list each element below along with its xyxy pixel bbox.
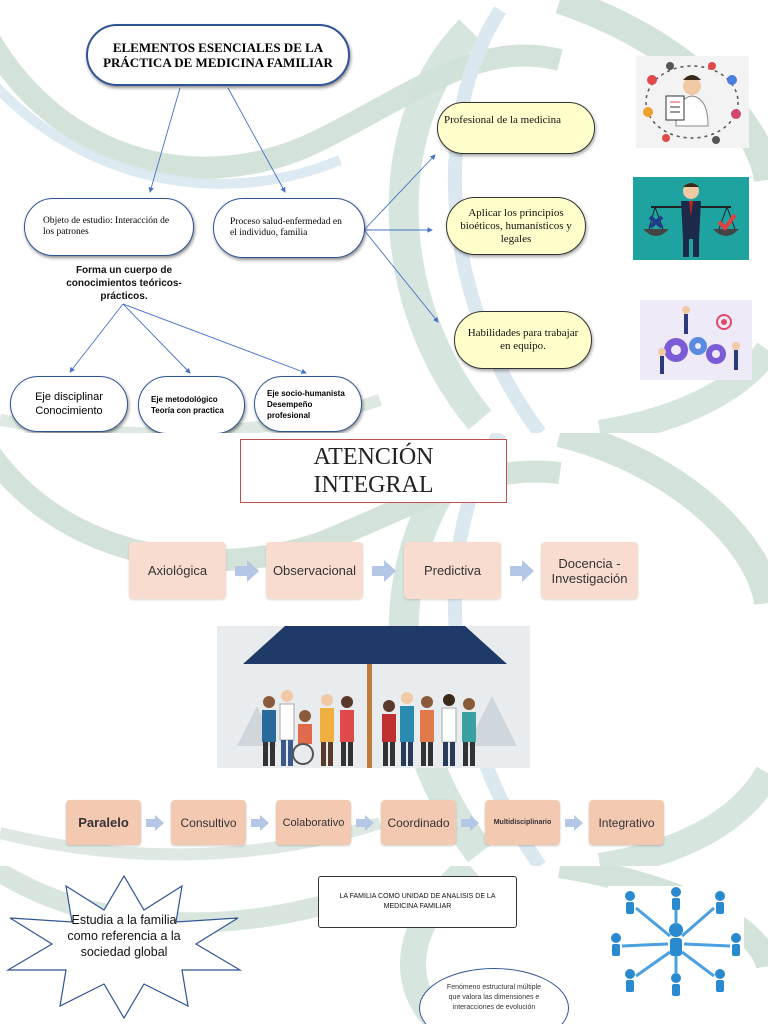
atencion-title-text: ATENCIÓN INTEGRAL (313, 444, 434, 498)
familia-oval-text: Fenómeno estructural múltiple que valora… (446, 984, 542, 1011)
step-axiologica: Axiológica (129, 542, 226, 599)
doctor-icon (636, 56, 749, 148)
eje-socio-text: Eje socio-humanista Desempeño profesiona… (267, 388, 345, 420)
objeto-node: Objeto de estudio: Interacción de los pa… (24, 198, 194, 256)
chevron-right-icon (461, 815, 479, 831)
eje-disciplinar-text: Eje disciplinar Conocimiento (35, 391, 103, 417)
network-people-icon (608, 886, 744, 996)
habilidades-text: Habilidades para trabajar en equipo. (467, 327, 579, 352)
chevron-right-icon (235, 560, 259, 582)
level-label: Paralelo (78, 815, 129, 830)
level-label: Multidisciplinario (493, 819, 552, 826)
familia-oval: Fenómeno estructural múltiple que valora… (419, 968, 569, 1024)
familia-box-text: LA FAMILIA COMO UNIDAD DE ANALISIS DE LA… (339, 893, 496, 910)
community-umbrella-illustration (217, 626, 530, 768)
proceso-node: Proceso salud-enfermedad en el individuo… (213, 198, 365, 258)
chevron-right-icon (146, 815, 164, 831)
step-predictiva: Predictiva (404, 542, 501, 599)
chevron-right-icon (372, 560, 396, 582)
level-multidisciplinario: Multidisciplinario (485, 800, 560, 845)
profesional-node: Profesional de la medicina (437, 102, 595, 154)
step-label: Docencia - Investigación (551, 555, 628, 586)
chevron-right-icon (565, 815, 583, 831)
profesional-text: Profesional de la medicina (444, 113, 561, 126)
chevron-right-icon (510, 560, 534, 582)
concept-map-panel: ELEMENTOS ESENCIALES DE LA PRÁCTICA DE M… (0, 0, 768, 433)
level-label: Colaborativo (282, 816, 345, 829)
proceso-text: Proceso salud-enfermedad en el individuo… (230, 217, 342, 238)
level-label: Consultivo (180, 815, 237, 830)
teamwork-gears-icon (640, 300, 752, 380)
atencion-panel: ATENCIÓN INTEGRAL Axiológica Observacion… (0, 433, 768, 866)
familia-panel: Estudia a la familia como referencia a l… (0, 866, 768, 1024)
level-integrativo: Integrativo (589, 800, 664, 845)
level-consultivo: Consultivo (171, 800, 246, 845)
justice-scale-icon (633, 177, 749, 260)
level-colaborativo: Colaborativo (276, 800, 351, 845)
star-text: Estudia a la familia como referencia a l… (67, 913, 181, 959)
aplicar-node: Aplicar los principios bioéticos, humaní… (446, 197, 586, 255)
chevron-right-icon (251, 815, 269, 831)
connector-lines (69, 87, 439, 374)
level-label: Coordinado (387, 815, 450, 830)
step-label: Axiológica (147, 563, 208, 578)
objeto-text: Objeto de estudio: Interacción de los pa… (43, 216, 170, 237)
map-title: ELEMENTOS ESENCIALES DE LA PRÁCTICA DE M… (86, 24, 350, 86)
level-paralelo: Paralelo (66, 800, 141, 845)
step-label: Observacional (272, 563, 357, 578)
familia-box: LA FAMILIA COMO UNIDAD DE ANALISIS DE LA… (318, 876, 517, 928)
eje-metodologico-text: Eje metodológico Teoría con practica (151, 395, 224, 415)
step-docencia: Docencia - Investigación (541, 542, 638, 599)
star-callout (5, 874, 243, 1020)
eje-socio-node: Eje socio-humanista Desempeño profesiona… (254, 376, 362, 432)
level-coordinado: Coordinado (381, 800, 456, 845)
eje-disciplinar-node: Eje disciplinar Conocimiento (10, 376, 128, 432)
step-label: Predictiva (423, 563, 482, 578)
chevron-right-icon (356, 815, 374, 831)
eje-metodologico-node: Eje metodológico Teoría con practica (138, 376, 245, 433)
habilidades-node: Habilidades para trabajar en equipo. (454, 311, 592, 369)
map-title-text: ELEMENTOS ESENCIALES DE LA PRÁCTICA DE M… (103, 40, 333, 70)
aplicar-text: Aplicar los principios bioéticos, humaní… (460, 206, 572, 245)
step-observacional: Observacional (266, 542, 363, 599)
forma-text: Forma un cuerpo de conocimientos teórico… (66, 265, 182, 302)
atencion-title: ATENCIÓN INTEGRAL (240, 439, 507, 503)
level-label: Integrativo (598, 815, 655, 830)
